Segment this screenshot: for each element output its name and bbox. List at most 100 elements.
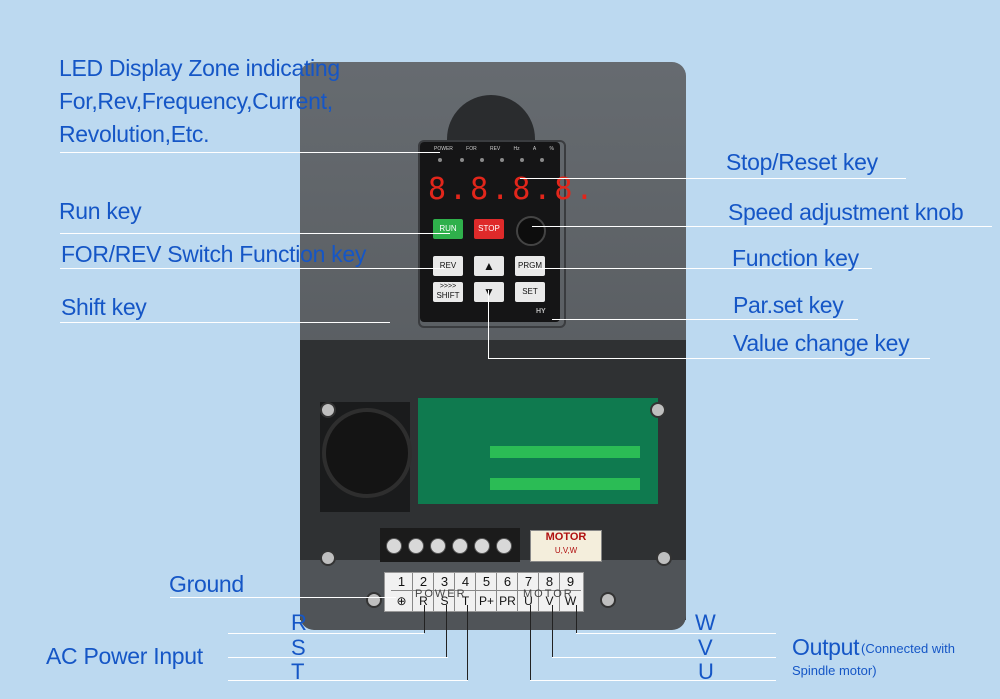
prgm-button[interactable]: PRGM xyxy=(515,256,545,276)
housing-screw xyxy=(656,550,672,566)
label-ac-power: AC Power Input xyxy=(46,643,203,669)
led-label-a: A xyxy=(532,146,537,152)
motor-group-label: MOTOR xyxy=(523,588,574,600)
callout-value-line xyxy=(488,358,930,359)
terminal-screw xyxy=(452,538,468,554)
callout-t-line xyxy=(228,680,468,681)
housing-screw xyxy=(650,402,666,418)
label-v: V xyxy=(698,635,713,660)
a-led xyxy=(520,158,524,162)
label-par-set: Par.set key xyxy=(733,292,844,318)
terminal-screw xyxy=(430,538,446,554)
led-label-hz: Hz xyxy=(513,146,520,152)
for-rev-button[interactable]: REV xyxy=(433,256,463,276)
label-shift: Shift key xyxy=(61,294,147,320)
led-label-rev: REV xyxy=(489,146,501,152)
shift-button[interactable]: >>>> SHIFT xyxy=(433,282,463,302)
callout-w-line xyxy=(576,633,776,634)
speed-adjustment-knob[interactable] xyxy=(516,216,546,246)
leader-t xyxy=(467,605,468,680)
up-button[interactable]: ▲ xyxy=(474,256,504,276)
led-display: 8.8.8.8. xyxy=(428,172,597,207)
power-terminal-screws xyxy=(380,528,520,562)
terminal-screw xyxy=(408,538,424,554)
power-group-label: POWER xyxy=(415,588,467,600)
callout-v-line xyxy=(552,657,776,658)
terminal-screw xyxy=(496,538,512,554)
label-led-zone-line1: LED Display Zone indicating xyxy=(59,55,340,81)
hy-logo: HY xyxy=(536,308,546,315)
label-output-note-1: (Connected with xyxy=(861,641,955,656)
housing-screw xyxy=(320,402,336,418)
leader-w xyxy=(576,605,577,633)
label-stop-reset: Stop/Reset key xyxy=(726,149,878,175)
rev-led xyxy=(480,158,484,162)
label-speed-knob: Speed adjustment knob xyxy=(728,199,964,225)
for-led xyxy=(460,158,464,162)
callout-r-line xyxy=(228,633,424,634)
callout-parset-line xyxy=(552,319,858,320)
callout-value-vline xyxy=(488,290,489,358)
set-button[interactable]: SET xyxy=(515,282,545,302)
label-w: W xyxy=(695,610,716,635)
callout-run-line xyxy=(60,233,450,234)
motor-tag-title: MOTOR xyxy=(545,531,587,543)
down-button[interactable]: ▼ xyxy=(474,282,504,302)
leader-s xyxy=(446,605,447,657)
label-t: T xyxy=(291,659,305,684)
control-terminal-block-upper xyxy=(490,446,640,458)
label-led-zone-line3: Revolution,Etc. xyxy=(59,121,210,147)
label-output-note-2: Spindle motor) xyxy=(792,663,877,678)
callout-ground-line xyxy=(170,597,396,598)
motor-tag: MOTOR U,V,W xyxy=(530,530,602,562)
callout-led-zone-line xyxy=(60,152,440,153)
shift-arrows: >>>> xyxy=(439,283,457,290)
callout-s-line xyxy=(228,657,448,658)
percent-led xyxy=(540,158,544,162)
callout-for-rev-line xyxy=(60,268,445,269)
label-r: R xyxy=(291,610,307,635)
label-led-zone-line2: For,Rev,Frequency,Current, xyxy=(59,88,333,114)
label-function: Function key xyxy=(732,245,859,271)
label-output: Output xyxy=(792,634,860,660)
stop-reset-button[interactable]: STOP xyxy=(474,219,504,239)
power-led xyxy=(438,158,442,162)
label-u: U xyxy=(698,659,714,684)
housing-screw xyxy=(600,592,616,608)
label-s: S xyxy=(291,635,306,660)
shift-label: SHIFT xyxy=(436,291,460,300)
keypad-bezel xyxy=(418,140,566,328)
callout-function-line xyxy=(528,268,872,269)
control-terminal-block-lower xyxy=(490,478,640,490)
terminal-screw xyxy=(386,538,402,554)
motor-tag-sub: U,V,W xyxy=(554,546,578,555)
label-run: Run key xyxy=(59,198,142,224)
hz-led xyxy=(500,158,504,162)
label-value-change: Value change key xyxy=(733,330,910,356)
leader-v xyxy=(552,605,553,657)
callout-stop-line xyxy=(520,178,906,179)
callout-u-line xyxy=(530,680,776,681)
terminal-1: 1⊕ xyxy=(391,573,412,611)
leader-r xyxy=(424,605,425,633)
led-label-percent: % xyxy=(549,146,554,152)
housing-screw xyxy=(366,592,382,608)
callout-knob-line xyxy=(532,226,992,227)
led-label-for: FOR xyxy=(466,146,477,152)
run-button[interactable]: RUN xyxy=(433,219,463,239)
led-label-power: POWER xyxy=(434,146,453,152)
housing-screw xyxy=(320,550,336,566)
label-for-rev: FOR/REV Switch Function key xyxy=(61,241,367,267)
indicator-labels: POWER FOR REV Hz A % xyxy=(434,146,554,154)
terminal-screw xyxy=(474,538,490,554)
label-ground: Ground xyxy=(169,571,244,597)
